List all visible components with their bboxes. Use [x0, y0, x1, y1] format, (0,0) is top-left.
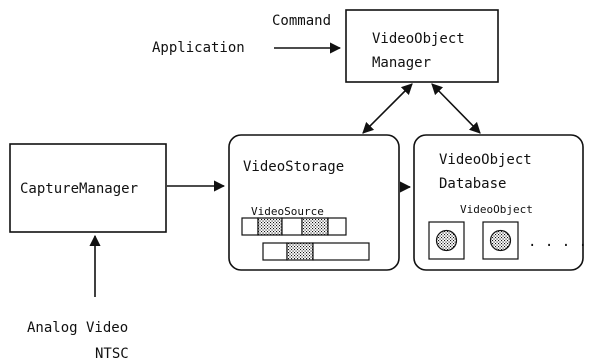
ntsc-label: NTSC	[95, 346, 129, 362]
frame-cell-shaded	[257, 217, 283, 236]
video-object-label: VideoObject	[460, 203, 533, 216]
video-storage-label: VideoStorage	[243, 159, 344, 175]
database-title-line2: Database	[439, 176, 506, 192]
capture-manager-label: CaptureManager	[20, 181, 138, 197]
manager-storage-arrow	[362, 83, 413, 134]
manager-title-line1: VideoObject	[372, 31, 465, 47]
application-label: Application	[152, 40, 245, 56]
analog-video-label: Analog Video	[27, 320, 128, 336]
frame-cell	[281, 217, 303, 236]
frame-cell	[241, 217, 259, 236]
video-object-manager-box	[345, 9, 499, 83]
manager-database-arrow	[431, 83, 481, 134]
frame-cell-shaded	[286, 242, 314, 261]
frame-cell-shaded	[301, 217, 329, 236]
database-title-line1: VideoObject	[439, 152, 532, 168]
command-label: Command	[272, 13, 331, 29]
frame-cell	[262, 242, 288, 261]
video-source-strip-top	[241, 217, 347, 236]
video-object-icon	[489, 229, 512, 252]
frame-cell	[312, 242, 370, 261]
frame-cell	[327, 217, 347, 236]
capture-manager-box	[9, 143, 167, 233]
more-objects-ellipsis: . . . .	[528, 234, 587, 250]
video-object-icon	[435, 229, 458, 252]
video-storage-box	[228, 134, 400, 271]
manager-title-line2: Manager	[372, 55, 431, 71]
video-source-strip-bottom	[262, 242, 370, 261]
video-source-label: VideoSource	[251, 205, 324, 218]
